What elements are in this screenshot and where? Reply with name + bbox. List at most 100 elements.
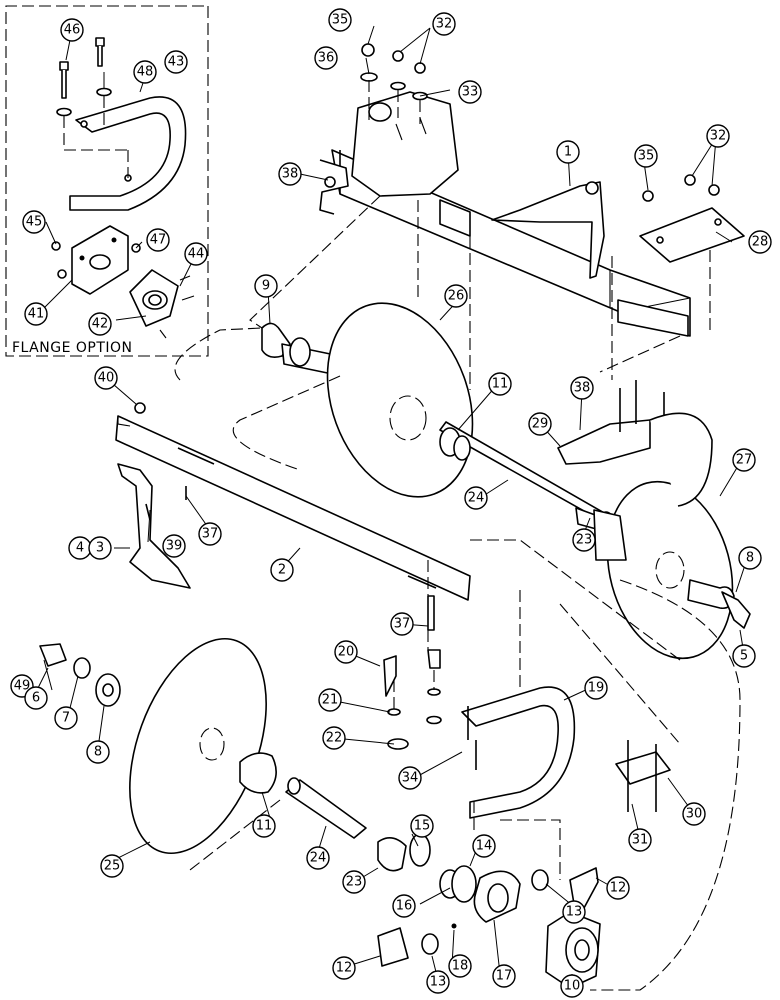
bolt-46b <box>95 37 105 67</box>
svg-text:15: 15 <box>414 819 431 834</box>
svg-text:33: 33 <box>462 85 479 100</box>
cap-5 <box>721 591 751 629</box>
svg-text:3: 3 <box>96 541 104 556</box>
callout-37b: 37 <box>390 612 414 636</box>
callout-32b: 32 <box>706 124 730 148</box>
callout-23a: 23 <box>572 528 596 552</box>
callout-13a: 13 <box>562 900 586 924</box>
nut-45a <box>51 241 61 251</box>
bearing-14 <box>451 865 477 903</box>
svg-text:48: 48 <box>137 65 154 80</box>
inset-border <box>5 5 209 357</box>
bolt-46a <box>59 61 69 99</box>
svg-text:12: 12 <box>610 881 627 896</box>
svg-text:16: 16 <box>396 899 413 914</box>
plate-28 <box>639 207 745 263</box>
svg-text:17: 17 <box>496 969 513 984</box>
bracket-29 <box>557 419 651 465</box>
callout-11a: 11 <box>488 372 512 396</box>
callout-5: 5 <box>732 644 756 668</box>
svg-text:43: 43 <box>168 55 185 70</box>
callout-26: 26 <box>444 284 468 308</box>
svg-text:19: 19 <box>588 681 605 696</box>
washer-13a <box>531 869 549 891</box>
leader-lines <box>33 25 749 986</box>
callout-48: 48 <box>133 60 157 84</box>
bracket-12b <box>377 927 409 967</box>
svg-text:47: 47 <box>150 233 167 248</box>
callout-46: 46 <box>60 18 84 42</box>
inset-label: FLANGE OPTION <box>12 340 133 356</box>
callout-8b: 8 <box>86 740 110 764</box>
svg-text:41: 41 <box>28 307 45 322</box>
svg-text:37: 37 <box>394 617 411 632</box>
hub-11b <box>239 752 277 794</box>
callout-29: 29 <box>528 412 552 436</box>
disc-26 <box>326 302 474 498</box>
svg-text:4: 4 <box>76 541 84 556</box>
callout-45: 45 <box>22 210 46 234</box>
grease-fitting-18 <box>451 923 457 929</box>
callout-43: 43 <box>164 50 188 74</box>
svg-text:38: 38 <box>282 167 299 182</box>
svg-text:36: 36 <box>318 51 335 66</box>
svg-text:35: 35 <box>332 13 349 28</box>
callout-14: 14 <box>472 834 496 858</box>
callout-7: 7 <box>54 706 78 730</box>
svg-text:2: 2 <box>278 563 286 578</box>
svg-text:49: 49 <box>14 679 31 694</box>
callout-23b: 23 <box>342 870 366 894</box>
svg-text:37: 37 <box>202 527 219 542</box>
callout-3: 3 <box>88 536 112 560</box>
callout-44: 44 <box>184 242 208 266</box>
svg-text:8: 8 <box>746 551 754 566</box>
svg-text:24: 24 <box>310 851 327 866</box>
svg-text:22: 22 <box>326 731 343 746</box>
svg-text:8: 8 <box>94 745 102 760</box>
svg-text:13: 13 <box>566 905 583 920</box>
callout-35a: 35 <box>328 8 352 32</box>
svg-text:40: 40 <box>98 371 115 386</box>
svg-text:26: 26 <box>448 289 465 304</box>
svg-text:39: 39 <box>166 539 183 554</box>
callout-9: 9 <box>254 274 278 298</box>
bracket-12a <box>569 867 599 909</box>
axle-assembly <box>261 302 615 537</box>
callout-24a: 24 <box>464 486 488 510</box>
callout-38a: 38 <box>278 162 302 186</box>
svg-text:32: 32 <box>710 129 727 144</box>
svg-text:25: 25 <box>104 859 121 874</box>
svg-text:28: 28 <box>752 235 769 250</box>
collar-6 <box>39 643 67 667</box>
callout-42: 42 <box>88 312 112 336</box>
svg-text:44: 44 <box>188 247 205 262</box>
callout-41: 41 <box>24 302 48 326</box>
svg-text:23: 23 <box>576 533 593 548</box>
flange-option-inset: FLANGE OPTION <box>5 5 209 357</box>
callout-1: 1 <box>556 140 580 164</box>
ring-15 <box>409 833 431 867</box>
svg-text:24: 24 <box>468 491 485 506</box>
callout-8a: 8 <box>738 546 762 570</box>
svg-text:30: 30 <box>686 807 703 822</box>
svg-text:10: 10 <box>564 979 581 994</box>
callout-34: 34 <box>398 766 422 790</box>
svg-text:18: 18 <box>452 959 469 974</box>
u-bracket-43 <box>69 96 187 211</box>
svg-text:42: 42 <box>92 317 109 332</box>
callout-2: 2 <box>270 558 294 582</box>
callout-31: 31 <box>628 828 652 852</box>
svg-text:32: 32 <box>436 17 453 32</box>
svg-text:23: 23 <box>346 875 363 890</box>
callout-6: 6 <box>24 686 48 710</box>
svg-text:11: 11 <box>256 819 273 834</box>
callout-10: 10 <box>560 974 584 998</box>
svg-text:34: 34 <box>402 771 419 786</box>
bearing-23b <box>377 837 407 872</box>
callout-22: 22 <box>322 726 346 750</box>
svg-text:21: 21 <box>322 693 339 708</box>
callout-15: 15 <box>410 814 434 838</box>
svg-text:9: 9 <box>262 279 270 294</box>
svg-text:27: 27 <box>736 453 753 468</box>
svg-text:20: 20 <box>338 645 355 660</box>
